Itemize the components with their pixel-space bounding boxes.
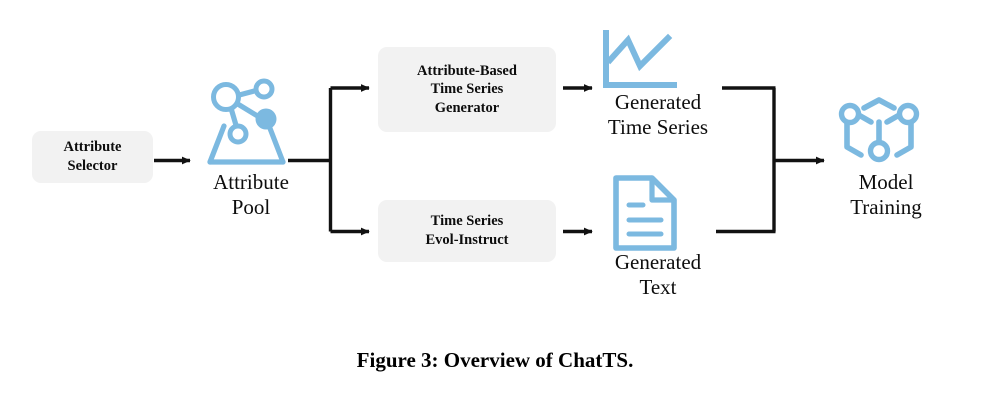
attribute-based-generator-box[interactable]: Attribute-Based Time Series Generator <box>378 47 556 132</box>
network-hexagon-icon <box>838 95 920 171</box>
generated-time-series-label: Generated Time Series <box>607 90 709 140</box>
attribute-pool-label: Attribute Pool <box>213 170 289 220</box>
line-chart-icon <box>600 29 678 92</box>
figure-caption: Figure 3: Overview of ChatTS. <box>356 348 634 372</box>
time-series-evol-instruct-box[interactable]: Time Series Evol-Instruct <box>378 200 556 262</box>
attribute-selector-box[interactable]: Attribute Selector <box>32 131 153 183</box>
generated-text-label: Generated Text <box>614 250 702 300</box>
attribute-pool-icon <box>198 76 292 166</box>
model-training-label: Model Training <box>850 170 922 220</box>
document-icon <box>608 172 680 254</box>
